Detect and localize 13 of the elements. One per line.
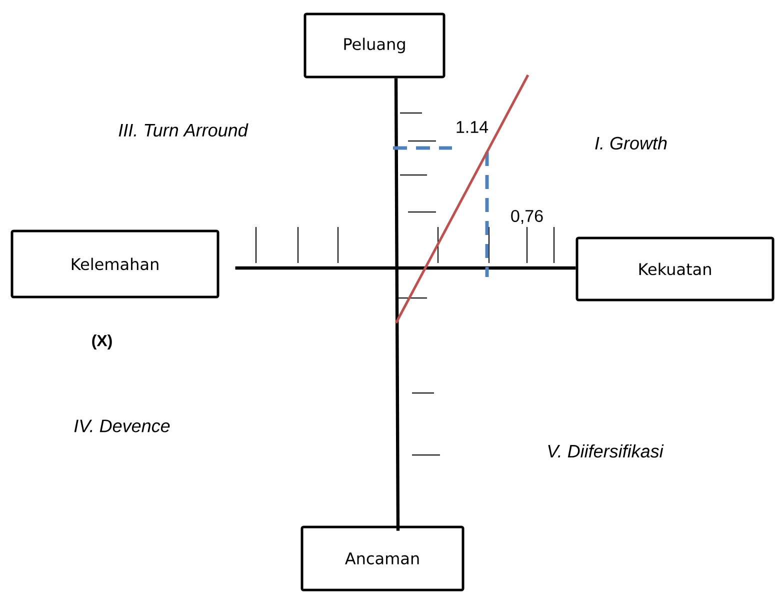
axis-line [394, 78, 400, 531]
quadrant-label: IV. Devence [74, 420, 170, 432]
label-box: Ancaman [300, 526, 464, 592]
quadrant-label: (X) [92, 334, 112, 350]
quadrant-label: I. Growth [595, 136, 667, 150]
quadrant-label: III. Turn Arround [118, 123, 248, 137]
quadrant-label: V. Diifersifikasi [548, 444, 664, 458]
axis-line [235, 266, 576, 270]
quadrant-label: 0,76 [511, 210, 543, 224]
label-box: Peluang [304, 12, 446, 78]
label-box: Kekuatan [576, 236, 774, 302]
quadrant-label: 1.14 [456, 121, 488, 133]
label-box: Kelemahan [10, 230, 220, 298]
